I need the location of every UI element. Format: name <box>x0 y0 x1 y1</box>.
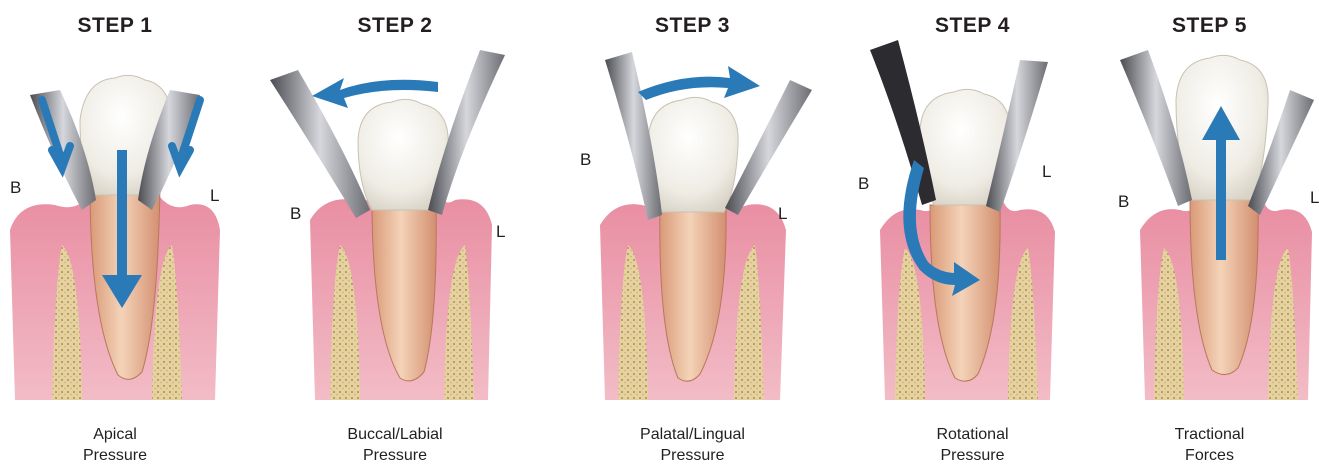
caption-line: Pressure <box>560 445 825 466</box>
caption-line: Pressure <box>0 445 230 466</box>
lingual-label: L <box>496 222 505 242</box>
tooth-illustration <box>1100 0 1319 420</box>
step-caption: Apical Pressure <box>0 424 230 466</box>
tooth-crown <box>648 97 738 212</box>
buccal-label: B <box>290 204 301 224</box>
step-3-panel: STEP 3 B L Palatal/Lingual Pressure <box>560 0 825 470</box>
buccal-label: B <box>1118 192 1129 212</box>
step-1-panel: STEP 1 B L Apical Pressure <box>0 0 230 470</box>
buccal-label: B <box>10 178 21 198</box>
step-5-panel: STEP 5 B L Tractional Forces <box>1100 0 1319 470</box>
arrow-icon <box>638 66 760 100</box>
tooth-illustration <box>0 0 230 420</box>
lingual-label: L <box>778 204 787 224</box>
lingual-label: L <box>210 186 219 206</box>
step-2-panel: STEP 2 B L Buccal/Labial Pressure <box>260 0 530 470</box>
buccal-label: B <box>858 174 869 194</box>
caption-line: Palatal/Lingual <box>560 424 825 445</box>
step-caption: Palatal/Lingual Pressure <box>560 424 825 466</box>
lingual-label: L <box>1042 162 1051 182</box>
caption-line: Buccal/Labial <box>260 424 530 445</box>
caption-line: Apical <box>0 424 230 445</box>
step-caption: Buccal/Labial Pressure <box>260 424 530 466</box>
step-caption: Tractional Forces <box>1100 424 1319 466</box>
caption-line: Tractional <box>1100 424 1319 445</box>
buccal-label: B <box>580 150 591 170</box>
caption-line: Pressure <box>850 445 1095 466</box>
caption-line: Forces <box>1100 445 1319 466</box>
tooth-illustration <box>850 0 1095 420</box>
caption-line: Pressure <box>260 445 530 466</box>
step-caption: Rotational Pressure <box>850 424 1095 466</box>
step-4-panel: STEP 4 B L Rotational Pressure <box>850 0 1095 470</box>
lingual-label: L <box>1310 188 1319 208</box>
caption-line: Rotational <box>850 424 1095 445</box>
